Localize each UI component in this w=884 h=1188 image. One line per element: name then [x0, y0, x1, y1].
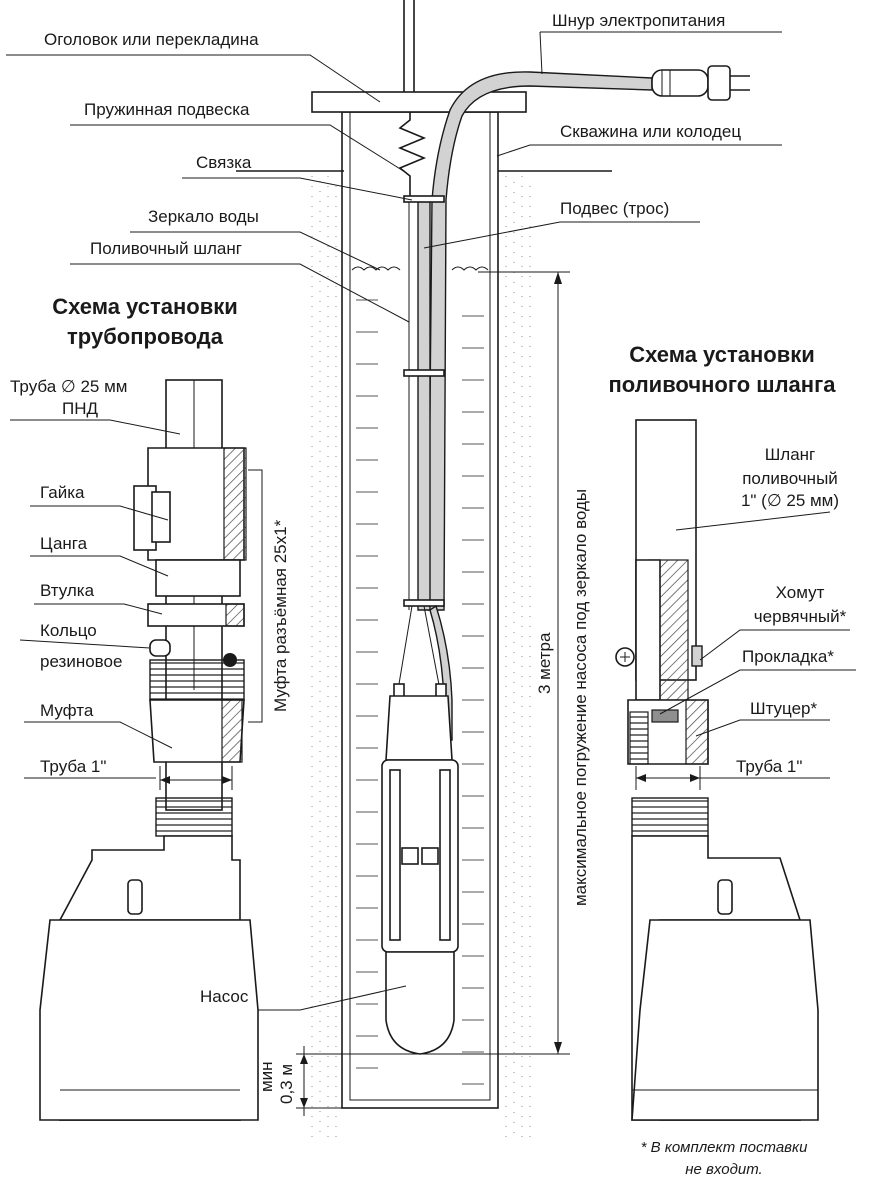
label-split-coupling: Муфта разъёмная 25х1* — [271, 519, 290, 712]
pump-pipeline — [39, 835, 259, 1121]
tie-1 — [403, 195, 445, 203]
water-mirror — [351, 266, 489, 271]
tie-3 — [403, 599, 445, 607]
rubber-ring — [149, 639, 171, 657]
pipeline-scheme — [39, 379, 263, 1121]
label-pipe-1: Труба 1" — [40, 757, 106, 776]
garden-hose — [417, 199, 431, 611]
label-coupling: Муфта — [40, 701, 94, 720]
label-hose-line3: 1" (∅ 25 мм) — [741, 491, 839, 510]
label-well: Скважина или колодец — [560, 122, 741, 141]
tie-2 — [403, 369, 445, 377]
label-clamp-line2: червячный* — [754, 607, 847, 626]
gasket — [651, 709, 679, 723]
label-ring-line2: резиновое — [40, 652, 122, 671]
label-hose: Поливочный шланг — [90, 239, 242, 258]
label-pipe-line2: ПНД — [62, 399, 98, 418]
label-depth: 3 метра — [535, 632, 554, 694]
power-cord — [427, 71, 653, 611]
depth-dimension — [440, 271, 570, 1055]
pump-outlet-thread-right — [631, 797, 709, 837]
footnote-line1: * В комплект поставки — [641, 1139, 809, 1156]
well-cap — [311, 91, 527, 113]
leader-lines-hose — [659, 511, 856, 779]
label-hose-line1: Шланг — [765, 445, 816, 464]
label-clamp-line1: Хомут — [776, 583, 825, 602]
spring-suspension — [397, 112, 427, 200]
pump-hose — [631, 835, 819, 1121]
label-power-cord: Шнур электропитания — [552, 11, 725, 30]
label-pump: Насос — [200, 987, 249, 1006]
hose-title-line2: поливочного шланга — [609, 372, 837, 397]
soil-left — [311, 176, 337, 1140]
label-pipe-line1: Труба ∅ 25 мм — [10, 377, 127, 396]
label-pipe-1-right: Труба 1" — [736, 757, 802, 776]
electric-plug — [651, 65, 750, 101]
label-spring: Пружинная подвеска — [84, 100, 250, 119]
hose-title-line1: Схема установки — [629, 342, 815, 367]
label-bushing: Втулка — [40, 581, 95, 600]
label-cable: Подвес (трос) — [560, 199, 669, 218]
pipeline-title-line1: Схема установки — [52, 294, 238, 319]
collet — [155, 559, 241, 597]
label-fitting: Штуцер* — [750, 699, 818, 718]
label-cap: Оголовок или перекладина — [44, 30, 259, 49]
label-nut: Гайка — [40, 483, 85, 502]
pipeline-title-line2: трубопровода — [67, 324, 224, 349]
min-gap-dimension — [296, 1046, 440, 1116]
label-min-line2: 0,3 м — [277, 1064, 296, 1104]
well-diagram — [236, 0, 750, 1140]
soil-right — [505, 176, 531, 1140]
label-ring-line1: Кольцо — [40, 621, 97, 640]
hose-scheme — [615, 419, 819, 1121]
pump-sling-1 — [397, 605, 413, 691]
worm-clamp — [691, 645, 703, 667]
label-min-line1: мин — [257, 1061, 276, 1092]
pump-outlet-thread — [155, 797, 233, 837]
footnote-line2: не входит. — [685, 1161, 762, 1178]
leader-lines-center — [6, 31, 782, 1011]
pump-in-well — [381, 683, 459, 1055]
label-tie: Связка — [196, 153, 252, 172]
coupling-thread — [149, 659, 245, 701]
label-collet: Цанга — [40, 534, 88, 553]
label-hose-line2: поливочный — [742, 469, 838, 488]
label-water-level: Зеркало воды — [148, 207, 259, 226]
label-gasket: Прокладка* — [742, 647, 834, 666]
water-marks — [356, 299, 484, 1085]
pump-sling-2 — [423, 605, 441, 691]
label-depth-caption: максимальное погружение насоса под зерка… — [571, 489, 590, 906]
leader-lines-pipeline — [10, 419, 181, 779]
